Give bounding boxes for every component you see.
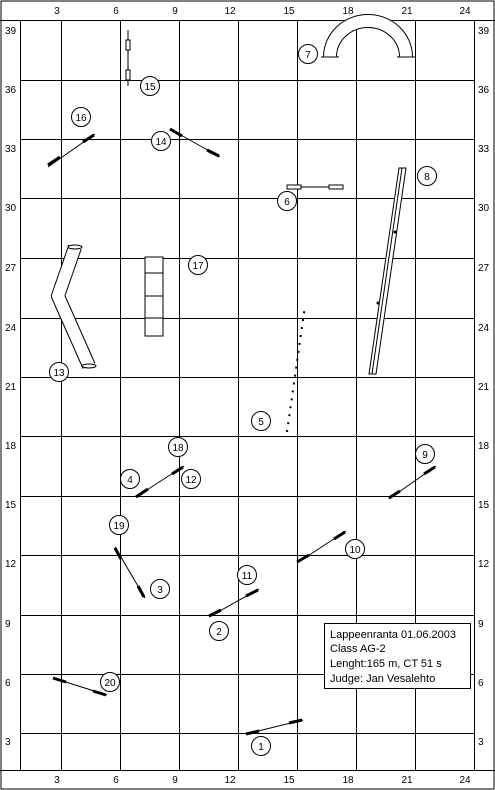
number-label: 16: [75, 113, 87, 124]
jump-obstacle: [169, 127, 221, 158]
x-label-bottom: 12: [224, 775, 236, 786]
y-label-left: 24: [5, 323, 17, 334]
x-label-bottom: 9: [172, 775, 178, 786]
top-axis-labels: 3 6 9 12 15 18 21 24: [54, 6, 471, 17]
obstacle-number-markers: 7 15 16 14 8 6 17 13 5 18 9 4 12 19 10 1…: [49, 44, 437, 756]
y-label-right: 36: [478, 85, 490, 96]
x-label-bottom: 18: [342, 775, 354, 786]
x-label-bottom: 15: [283, 775, 295, 786]
x-label-top: 24: [459, 6, 471, 17]
y-label-left: 30: [5, 203, 17, 214]
number-label: 9: [422, 450, 428, 461]
y-label-right: 3: [478, 737, 484, 748]
jump-obstacle: [388, 465, 437, 500]
y-label-right: 21: [478, 382, 490, 393]
y-label-left: 27: [5, 263, 17, 274]
jump-obstacle: [47, 133, 96, 168]
jump-obstacle: [245, 718, 304, 736]
x-label-top: 18: [342, 6, 354, 17]
number-label: 19: [113, 521, 125, 532]
y-label-left: 15: [5, 500, 17, 511]
jump-obstacle: [125, 30, 131, 86]
y-label-right: 24: [478, 323, 490, 334]
y-label-left: 21: [5, 382, 17, 393]
x-label-top: 9: [172, 6, 178, 17]
number-label: 18: [172, 443, 184, 454]
number-label: 14: [155, 137, 167, 148]
weave-poles-obstacle: [286, 305, 306, 433]
y-label-left: 9: [5, 619, 11, 630]
y-label-right: 6: [478, 678, 484, 689]
info-venue-date: Lappeenranta 01.06.2003: [330, 629, 456, 641]
jump-obstacle: [286, 184, 344, 190]
x-label-top: 12: [224, 6, 236, 17]
number-label: 7: [305, 50, 311, 61]
number-label: 11: [242, 571, 253, 582]
y-label-right: 18: [478, 441, 490, 452]
y-label-right: 12: [478, 559, 490, 570]
number-label: 3: [157, 585, 163, 596]
y-label-left: 36: [5, 85, 17, 96]
number-label: 13: [53, 368, 65, 379]
info-judge: Judge: Jan Vesalehto: [330, 673, 435, 685]
number-label: 2: [216, 627, 222, 638]
y-label-right: 27: [478, 263, 490, 274]
number-label: 8: [424, 172, 430, 183]
table-obstacle: [144, 256, 164, 337]
course-info-box: Lappeenranta 01.06.2003 Class AG-2 Lengh…: [324, 623, 471, 689]
jump-obstacle: [208, 588, 260, 618]
right-axis-labels: 39 36 33 30 27 24 21 18 15 12 9 6 3: [478, 26, 490, 748]
x-label-bottom: 21: [401, 775, 413, 786]
y-label-left: 18: [5, 441, 17, 452]
x-label-top: 15: [283, 6, 295, 17]
jump-obstacle: [296, 530, 347, 564]
number-label: 10: [349, 545, 361, 556]
number-label: 17: [192, 261, 204, 272]
number-label: 4: [127, 475, 133, 486]
bottom-axis-labels: 3 6 9 12 15 18 21 24: [54, 775, 471, 786]
y-label-right: 30: [478, 203, 490, 214]
number-label: 1: [258, 742, 264, 753]
dogwalk-obstacle: [368, 167, 407, 375]
number-label: 6: [284, 197, 290, 208]
y-label-right: 33: [478, 144, 490, 155]
x-label-bottom: 24: [459, 775, 471, 786]
tunnel-arch-obstacle: [321, 14, 415, 58]
info-length-ct: Lenght:165 m, CT 51 s: [330, 658, 442, 670]
y-label-right: 15: [478, 500, 490, 511]
info-class: Class AG-2: [330, 643, 386, 655]
jump-obstacle: [135, 465, 185, 499]
left-axis-labels: 39 36 33 30 27 24 21 18 15 12 9 6 3: [5, 26, 17, 748]
number-label: 20: [104, 678, 116, 689]
x-label-top: 21: [401, 6, 413, 17]
y-label-left: 39: [5, 26, 17, 37]
x-label-bottom: 6: [113, 775, 119, 786]
x-label-top: 3: [54, 6, 60, 17]
jump-obstacle: [113, 546, 146, 599]
y-label-right: 9: [478, 619, 484, 630]
jump-obstacle: [52, 676, 108, 697]
y-label-left: 6: [5, 678, 11, 689]
y-label-left: 33: [5, 144, 17, 155]
number-label: 15: [144, 82, 156, 93]
y-label-left: 3: [5, 737, 11, 748]
tunnel-obstacle: [51, 244, 97, 369]
y-label-left: 12: [5, 559, 17, 570]
x-label-bottom: 3: [54, 775, 60, 786]
y-label-right: 39: [478, 26, 490, 37]
x-label-top: 6: [113, 6, 119, 17]
number-label: 12: [185, 475, 197, 486]
number-label: 5: [258, 417, 264, 428]
